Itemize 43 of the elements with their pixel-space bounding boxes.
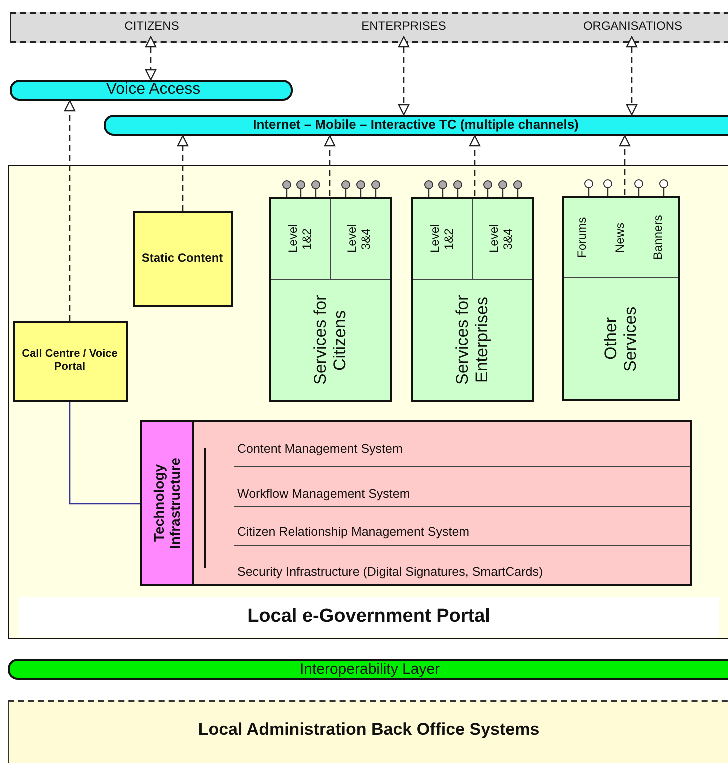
arrow xyxy=(398,36,410,116)
content-box xyxy=(132,210,232,306)
back-office-band xyxy=(8,700,728,763)
infrastructure-panel xyxy=(140,420,692,586)
arrow xyxy=(177,135,189,211)
level-label: Level 1&2 xyxy=(284,223,314,255)
arrow xyxy=(469,135,481,196)
arrow xyxy=(324,135,336,196)
channel-pipe xyxy=(10,80,293,101)
level-label: Level 1&2 xyxy=(426,223,456,255)
group-label: CITIZENS xyxy=(124,18,180,36)
portal-container xyxy=(8,165,728,639)
connector-line xyxy=(69,402,140,505)
arrow xyxy=(619,135,631,195)
system-label: Citizen Relationship Management System xyxy=(238,524,471,542)
box-label: Call Centre / Voice Portal xyxy=(21,347,119,375)
service-label: Other Services xyxy=(600,304,640,374)
box-label: Technology Infrastructure xyxy=(150,456,184,551)
arrow xyxy=(145,36,157,81)
portal-title: Local e-Government Portal xyxy=(19,597,719,637)
interoperability-pipe xyxy=(8,659,728,680)
system-label: Workflow Management System xyxy=(238,486,412,504)
call-centre-box xyxy=(12,320,128,402)
box-label: Static Content xyxy=(140,250,224,267)
arrow xyxy=(626,36,638,116)
channel-label: Voice Access xyxy=(105,80,202,100)
level-label: News xyxy=(612,222,628,255)
channel-pipe xyxy=(104,115,728,136)
level-label: Level 3&4 xyxy=(344,223,374,255)
system-label: Security Infrastructure (Digital Signatures, SmartCards) xyxy=(238,564,544,582)
channel-label: Interoperability Layer xyxy=(298,660,442,680)
arrow xyxy=(64,100,76,321)
level-label: Banners xyxy=(650,214,666,262)
band-title: Local Administration Back Office Systems xyxy=(197,719,541,742)
service-label: Services for Enterprises xyxy=(451,294,492,387)
level-label: Level 3&4 xyxy=(486,223,516,255)
group-label: ENTERPRISES xyxy=(360,18,448,36)
group-label: ORGANISATIONS xyxy=(582,18,684,36)
system-label: Content Management System xyxy=(238,441,404,458)
service-label: Services for Citizens xyxy=(309,294,350,387)
channel-label: Internet – Mobile – Interactive TC (multiple channels) xyxy=(252,116,580,134)
technology-box xyxy=(140,420,194,586)
level-label: Forums xyxy=(574,216,590,260)
